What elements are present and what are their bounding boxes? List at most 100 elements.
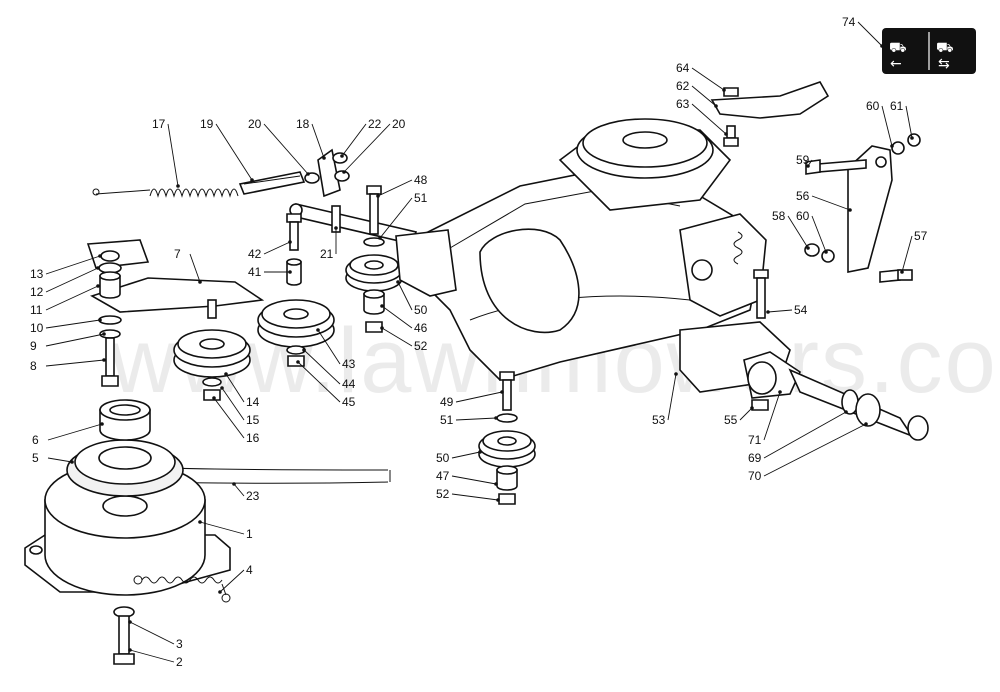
leader-dot-43: [316, 328, 320, 332]
mounting-bolt-right: [753, 269, 769, 319]
leader-dot-60: [824, 250, 828, 254]
leader-dot-55: [750, 406, 754, 410]
callout-52: 52: [414, 339, 428, 353]
leader-dot-52: [496, 498, 500, 502]
leader-dot-57: [900, 270, 904, 274]
callout-48: 48: [414, 173, 428, 187]
leader-line-49: [455, 391, 503, 403]
callout-60: 60: [866, 99, 880, 113]
callout-9: 9: [30, 339, 37, 353]
callout-17: 17: [152, 117, 166, 131]
callout-3: 3: [176, 637, 183, 651]
callout-10: 10: [30, 321, 44, 335]
leader-line-62: [691, 85, 717, 107]
control-lever: [710, 81, 830, 147]
callout-63: 63: [676, 97, 690, 111]
leader-line-6: [47, 423, 103, 441]
callout-45: 45: [342, 395, 356, 409]
leader-dot-64: [722, 88, 726, 92]
callout-74: 74: [842, 15, 856, 29]
callout-61: 61: [890, 99, 904, 113]
leader-line-20: [263, 123, 309, 175]
leader-line-70: [763, 423, 867, 477]
leader-line-71: [763, 391, 781, 441]
leader-line-14: [225, 373, 245, 403]
leader-line-44: [303, 349, 341, 385]
callout-18: 18: [296, 117, 310, 131]
callout-51: 51: [414, 191, 428, 205]
leader-line-74: [857, 21, 883, 47]
leader-line-51: [455, 417, 497, 421]
callout-14: 14: [246, 395, 260, 409]
leader-dot-58: [806, 246, 810, 250]
leader-dot-20: [342, 170, 346, 174]
adjuster-bracket: [289, 148, 418, 245]
leader-dot-74: [880, 44, 884, 48]
leader-dot-3: [128, 620, 132, 624]
leader-line-60: [881, 105, 893, 147]
leader-dot-23: [232, 482, 236, 486]
leader-line-50: [451, 451, 481, 459]
leader-line-19: [215, 123, 253, 181]
callout-55: 55: [724, 413, 738, 427]
callout-43: 43: [342, 357, 356, 371]
leader-line-22: [341, 123, 367, 157]
leader-line-52: [381, 327, 413, 347]
leader-dot-47: [494, 482, 498, 486]
idler-bracket: [86, 239, 265, 319]
leader-dot-17: [176, 184, 180, 188]
leader-line-48: [377, 179, 413, 197]
leader-dot-18: [322, 156, 326, 160]
callout-7: 7: [174, 247, 181, 261]
leader-line-47: [451, 475, 497, 485]
leader-dot-45: [296, 360, 300, 364]
callout-12: 12: [30, 285, 44, 299]
leader-line-43: [317, 329, 341, 365]
leader-line-45: [297, 361, 341, 403]
leader-line-20: [343, 123, 391, 173]
idler-pulley-lower: [478, 371, 536, 505]
leader-dot-42: [288, 240, 292, 244]
leader-dot-10: [98, 318, 102, 322]
callout-16: 16: [246, 431, 260, 445]
leader-dot-59: [806, 164, 810, 168]
callout-54: 54: [794, 303, 808, 317]
leader-line-23: [233, 483, 245, 497]
callout-23: 23: [246, 489, 260, 503]
callout-22: 22: [368, 117, 382, 131]
bolt-stack: [98, 250, 122, 387]
leader-dot-60: [890, 144, 894, 148]
leader-dot-9: [102, 332, 106, 336]
transaxle-unit: [395, 118, 929, 441]
leader-line-16: [213, 397, 245, 439]
callout-19: 19: [200, 117, 214, 131]
leader-dot-12: [96, 266, 100, 270]
callout-60: 60: [796, 209, 810, 223]
leader-line-5: [47, 457, 73, 463]
leader-line-46: [381, 305, 413, 329]
leader-dot-21: [334, 226, 338, 230]
leader-line-56: [811, 195, 851, 211]
leader-lines: [45, 21, 914, 663]
leader-dot-48: [376, 194, 380, 198]
leader-line-2: [129, 649, 175, 663]
leader-line-12: [45, 267, 99, 293]
callout-41: 41: [248, 265, 262, 279]
leader-dot-19: [250, 178, 254, 182]
callout-21: 21: [320, 247, 334, 261]
leader-line-11: [45, 285, 99, 311]
callout-11: 11: [30, 303, 43, 317]
leader-dot-20: [306, 172, 310, 176]
leader-line-10: [45, 319, 101, 329]
callout-47: 47: [436, 469, 450, 483]
leader-line-17: [167, 123, 179, 187]
callout-15: 15: [246, 413, 260, 427]
leader-line-9: [45, 333, 105, 347]
leader-line-8: [45, 359, 105, 367]
leader-line-13: [45, 255, 101, 275]
svg-text:←: ←: [890, 56, 902, 72]
leader-line-7: [189, 253, 201, 283]
callout-69: 69: [748, 451, 762, 465]
leader-dot-6: [100, 422, 104, 426]
